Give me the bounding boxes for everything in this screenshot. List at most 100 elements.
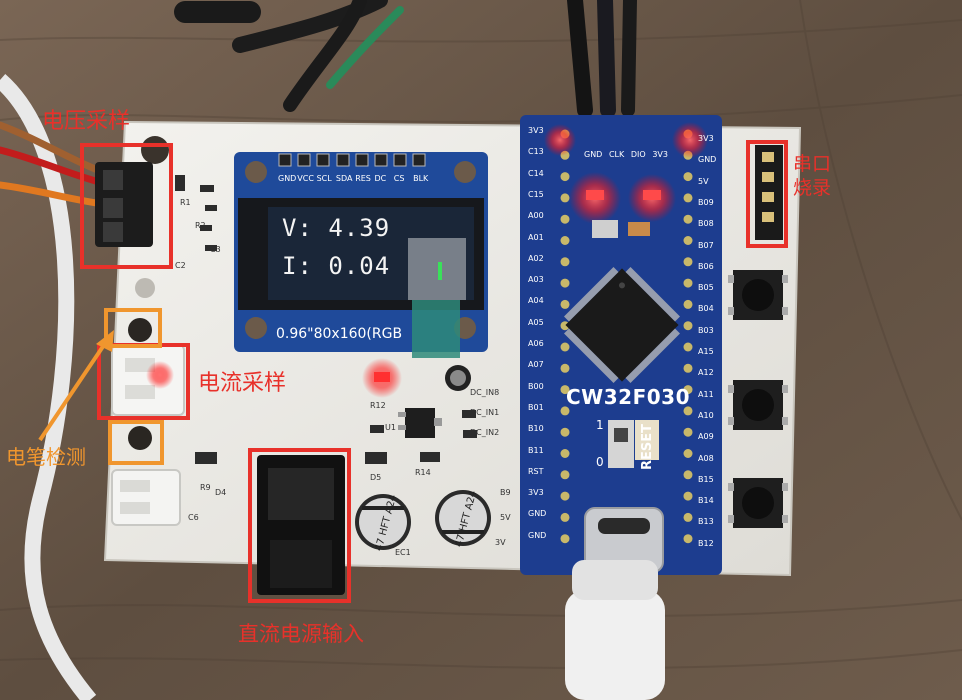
mcu-pin-label: 5V	[698, 176, 709, 186]
oled-current-prefix: I:	[282, 252, 313, 280]
mcu-pin-label: B11	[528, 445, 544, 455]
oled-pin-label: VCC	[297, 174, 314, 183]
mcu-pin-label: B12	[698, 538, 714, 548]
mcu-pin-label: B03	[698, 325, 714, 335]
mcu-pin-label: A02	[528, 253, 544, 263]
mcu-led-label: 3V3	[652, 150, 668, 159]
svg-text:R9: R9	[200, 483, 211, 492]
mcu-pin-hole	[560, 470, 570, 480]
mcu-pin-label: C15	[528, 189, 544, 199]
voltage-sampling-box	[80, 143, 173, 269]
mcu-pin-hole	[683, 385, 693, 395]
mcu-pin-label: A04	[528, 296, 544, 306]
mcu-pin-hole	[683, 342, 693, 352]
mcu-pin-hole	[560, 512, 570, 522]
current-connector	[111, 344, 185, 416]
black-cables	[174, 0, 637, 118]
oled-voltage-prefix: V:	[282, 214, 313, 242]
probe-arrow	[38, 330, 114, 442]
mcu-pin-label: A07	[528, 360, 544, 370]
mcu-pin-label: GND	[528, 509, 547, 519]
mcu-pin-hole	[683, 534, 693, 544]
mcu-pin-label: RST	[528, 466, 544, 476]
mcu-pin-hole	[683, 321, 693, 331]
oled-pin-label: GND	[278, 174, 297, 183]
svg-text:U1: U1	[385, 423, 396, 432]
mcu-pin-hole	[683, 363, 693, 373]
oled-module	[234, 152, 488, 358]
current-sampling-label: 电流采样	[198, 371, 287, 396]
mcu-pin-hole	[560, 257, 570, 267]
svg-text:C6: C6	[188, 513, 199, 522]
svg-text:DC_IN1: DC_IN1	[470, 408, 499, 417]
mcu-pin-hole	[560, 363, 570, 373]
probe-detection-box-bottom	[108, 420, 164, 465]
mcu-pin-hole	[560, 342, 570, 352]
mcu-pin-label: GND	[698, 155, 717, 165]
mcu-pin-hole	[683, 470, 693, 480]
mcu-pin-hole	[683, 193, 693, 203]
oled-pin-label: BLK	[413, 174, 429, 183]
mcu-led-label: CLK	[608, 150, 625, 159]
mcu-pin-hole	[683, 236, 693, 245]
mcu-pin-hole	[560, 193, 570, 203]
mcu-switch-label-0: 0	[596, 455, 604, 469]
mcu-pin-hole	[683, 449, 693, 458]
mcu-pin-label: A08	[698, 453, 714, 463]
mcu-pin-label: B15	[698, 474, 714, 484]
mcu-pin-label: A12	[698, 368, 714, 378]
mcu-pin-label: B10	[528, 424, 544, 434]
mcu-pin-label: C14	[528, 168, 544, 178]
tactile-button-2	[728, 380, 788, 430]
mcu-pin-hole	[683, 512, 693, 522]
dc-power-input-label: 直流电源输入	[238, 622, 364, 646]
voltage-sampling-label: 电压采样	[42, 109, 131, 134]
mcu-switch-label-1: 1	[596, 418, 604, 432]
mcu-pin-label: A11	[698, 389, 714, 399]
mcu-pin-hole	[560, 385, 570, 395]
mcu-pin-hole	[560, 534, 570, 544]
mcu-pin-hole	[560, 278, 570, 288]
tactile-button-1	[728, 270, 788, 320]
mcu-pin-label: A10	[698, 410, 714, 420]
mcu-pin-label: B00	[528, 381, 544, 391]
mcu-pin-label: B14	[698, 496, 714, 506]
svg-text:DC_IN8: DC_IN8	[470, 388, 499, 397]
mcu-pin-label: C13	[528, 147, 544, 157]
mcu-pin-hole	[560, 491, 570, 501]
mcu-pin-label: B05	[698, 283, 714, 293]
mcu-pin-hole	[560, 406, 570, 416]
mcu-pin-label: A01	[528, 232, 544, 242]
wood-grain	[0, 0, 962, 670]
dc-power-box	[248, 448, 351, 603]
mcu-pin-label: B01	[528, 402, 544, 412]
mcu-pin-label: A06	[528, 339, 544, 348]
tactile-button-3	[728, 478, 788, 528]
serial-flash-box	[746, 140, 788, 248]
svg-text:D4: D4	[215, 488, 226, 497]
mcu-pin-label: B07	[698, 240, 714, 250]
oled-pin-label: SDA	[335, 174, 353, 183]
mcu-pin-label: A05	[528, 317, 544, 327]
serial-header	[755, 145, 783, 240]
mcu-board	[520, 115, 722, 575]
svg-text:B9: B9	[500, 488, 511, 497]
oled-pin-label: CS	[393, 174, 405, 183]
svg-text:DC_IN2: DC_IN2	[470, 428, 499, 437]
mcu-pin-hole	[560, 172, 570, 182]
mcu-pin-hole	[683, 299, 693, 309]
mcu-pin-label: A03	[528, 275, 544, 285]
capacitor-ec1	[355, 494, 411, 550]
mcu-chip-name: CW32F030	[566, 385, 690, 409]
mcu-pin-hole	[683, 406, 693, 416]
oled-pin-label: DC	[374, 174, 387, 183]
cn2-connector	[111, 469, 181, 526]
serial-flash-label: 串口 烧录	[793, 153, 831, 201]
mcu-pin-hole	[683, 491, 693, 501]
svg-text:R14: R14	[415, 468, 431, 477]
svg-text:R1: R1	[180, 198, 191, 207]
mcu-pin-hole	[683, 427, 693, 437]
